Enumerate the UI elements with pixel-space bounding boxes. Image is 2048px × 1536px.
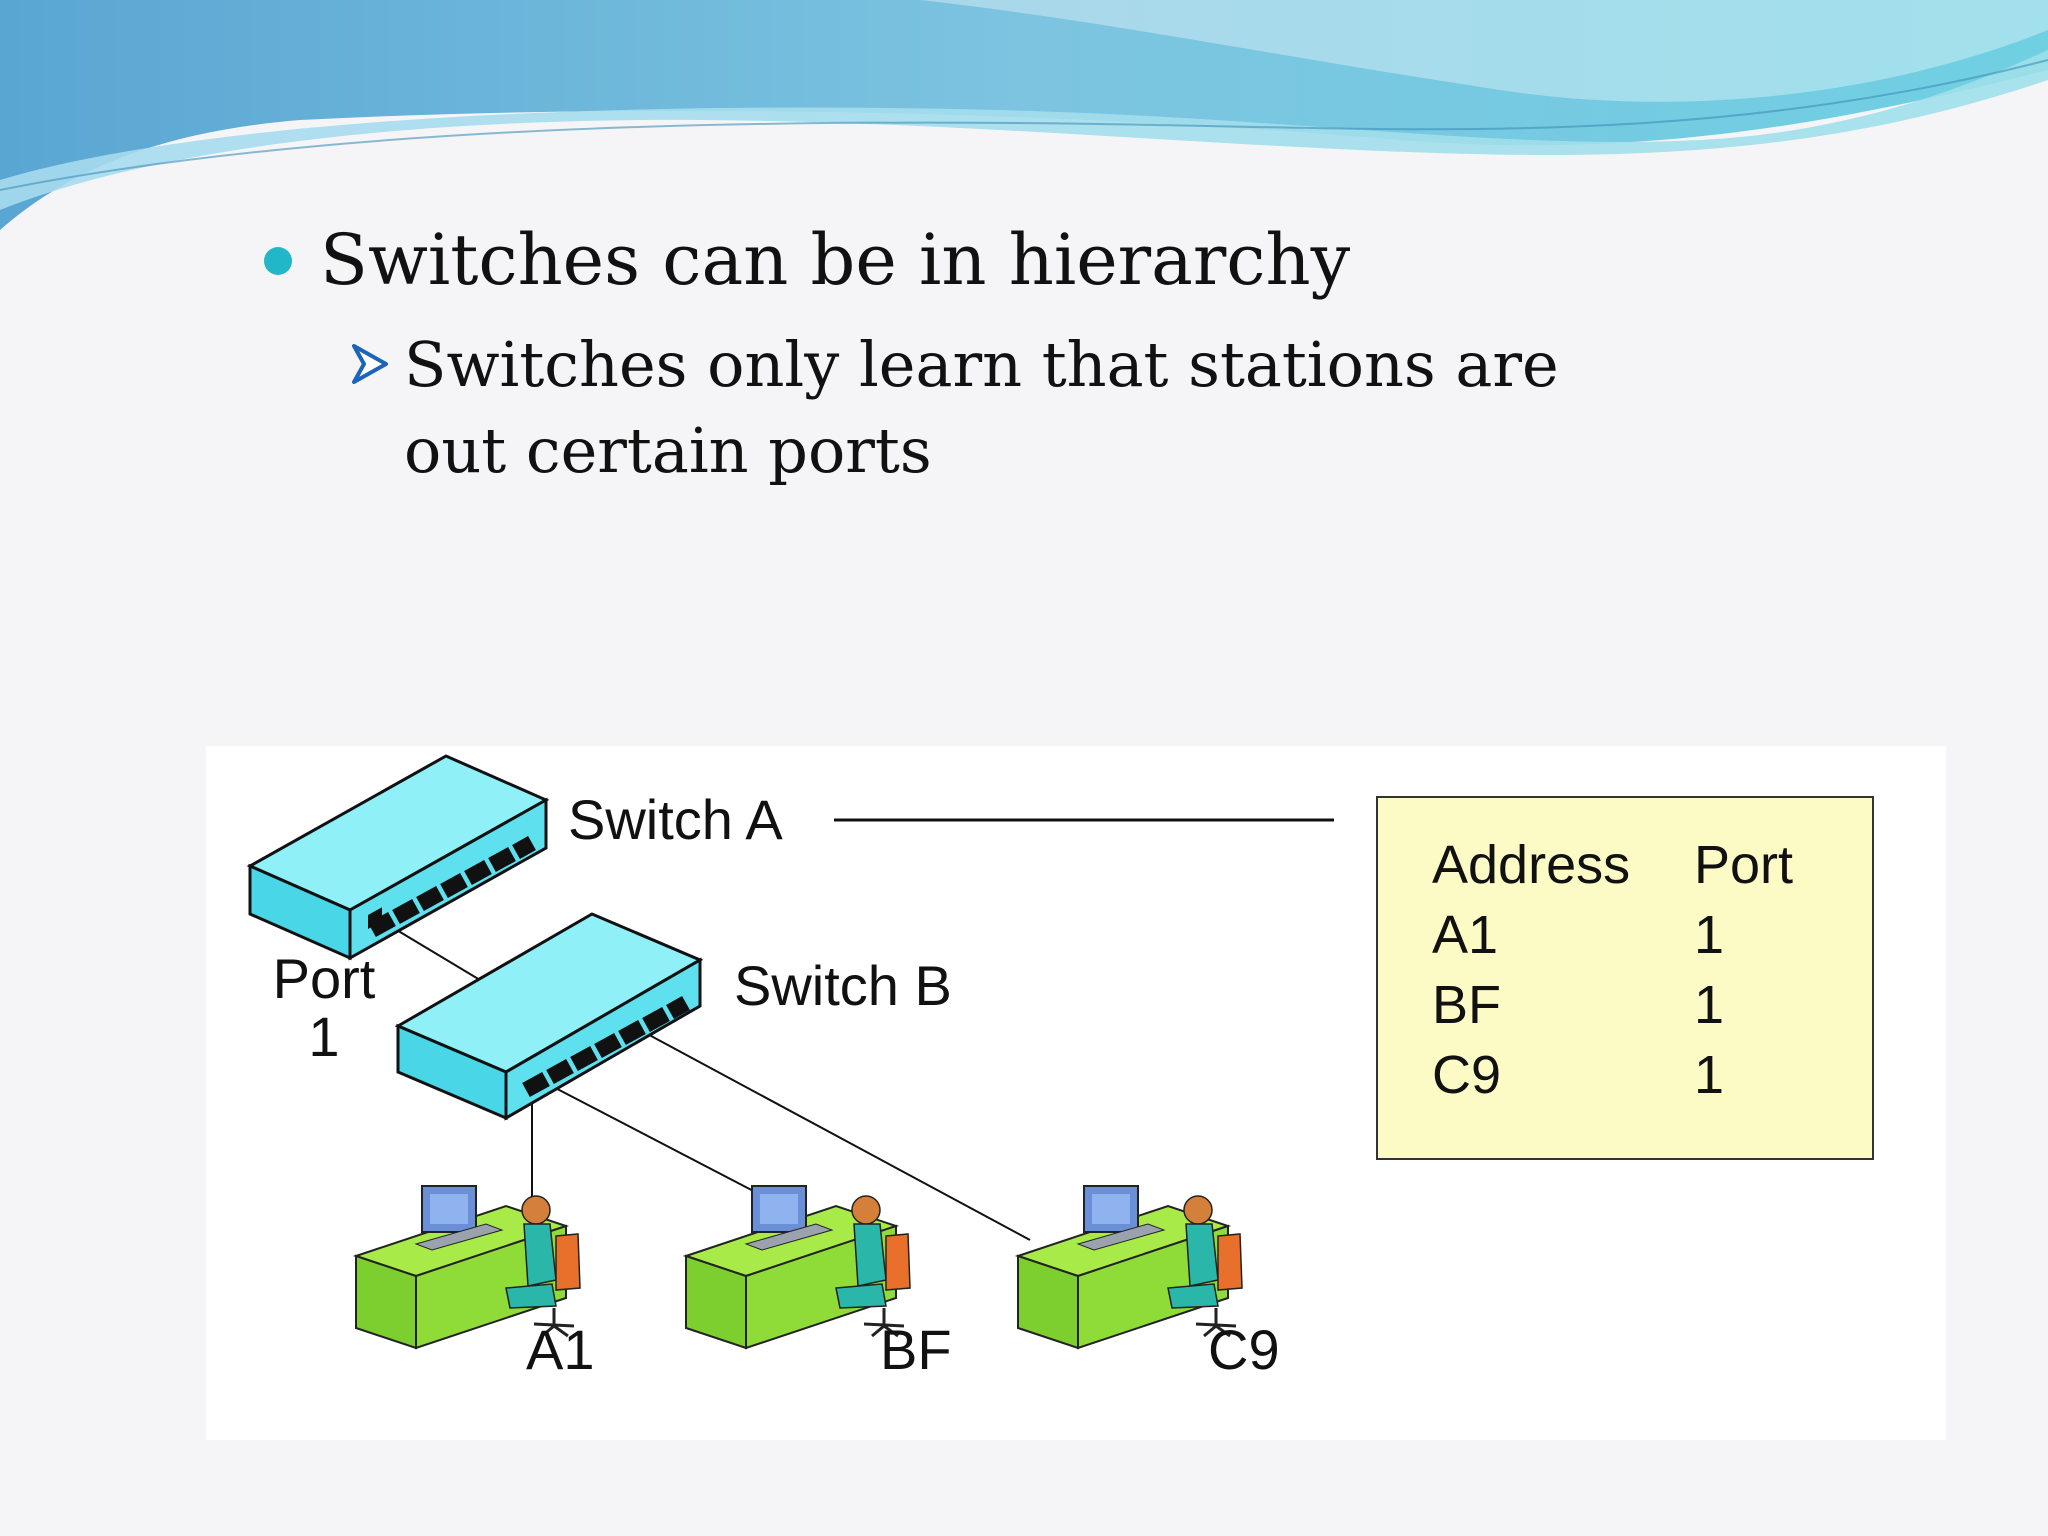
workstation-c9-icon <box>1014 1185 1243 1350</box>
bullet-dot-icon <box>264 247 292 275</box>
link-switch-b-to-c9 <box>639 1029 1031 1241</box>
station-label-c9: C9 <box>1208 1318 1280 1381</box>
port-label-line-1: Port <box>272 947 376 1010</box>
switch-a-label: Switch A <box>568 788 783 851</box>
station-label-a1: A1 <box>526 1318 595 1381</box>
port-label: Port 1 <box>264 950 384 1066</box>
table-cell-address: A1 <box>1432 905 1499 965</box>
station-label-bf: BF <box>880 1318 952 1381</box>
arrow-bullet-icon <box>352 344 388 384</box>
table-cell-port: 1 <box>1694 1045 1725 1105</box>
bullet-level-1: Switches can be in hierarchy <box>320 219 1351 301</box>
table-row: C9 1 <box>1432 1040 1793 1110</box>
address-port-table: Address Port A1 1 BF 1 C9 1 <box>1376 796 1874 1160</box>
table-row: BF 1 <box>1432 970 1793 1040</box>
table-header-port: Port <box>1694 835 1794 895</box>
port-label-line-2: 1 <box>308 1005 340 1068</box>
table-cell-address: C9 <box>1432 1045 1502 1105</box>
table-cell-port: 1 <box>1694 975 1725 1035</box>
link-switch-b-to-bf <box>539 1079 791 1211</box>
table-header-row: Address Port <box>1432 830 1793 900</box>
bullet-level-2: Switches only learn that stations are ou… <box>404 328 1559 487</box>
switch-b-label: Switch B <box>734 954 952 1017</box>
workstation-a1-icon <box>352 1185 581 1350</box>
table-cell-address: BF <box>1432 975 1502 1035</box>
switch-b-icon <box>394 912 704 1121</box>
header-wave-decoration <box>0 0 2048 230</box>
switch-a-icon <box>246 754 550 961</box>
workstation-bf-icon <box>682 1185 911 1350</box>
table-cell-port: 1 <box>1694 905 1725 965</box>
address-table: Address Port A1 1 BF 1 C9 1 <box>1432 830 1793 1110</box>
table-header-address: Address <box>1432 835 1631 895</box>
table-row: A1 1 <box>1432 900 1793 970</box>
